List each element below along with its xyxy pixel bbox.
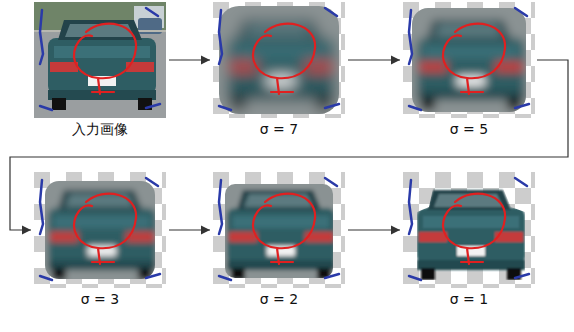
panel-caption: σ = 7	[260, 121, 298, 137]
panel-caption: σ = 5	[450, 121, 488, 137]
arrow-line	[10, 60, 568, 230]
flow-arrow	[169, 226, 210, 235]
panel-caption: σ = 1	[450, 291, 488, 307]
image-panel: σ = 1	[403, 172, 535, 288]
image-panel: σ = 3	[34, 172, 166, 288]
flow-arrow	[348, 56, 400, 65]
arrowhead	[391, 56, 400, 65]
panel-caption: σ = 2	[260, 291, 298, 307]
flow-arrow	[10, 60, 568, 235]
image-panel: 入力画像	[34, 2, 166, 118]
image-panel: σ = 2	[213, 172, 345, 288]
panel-caption: 入力画像	[72, 121, 128, 139]
flow-arrow	[169, 56, 210, 65]
image-panel: σ = 7	[213, 2, 345, 118]
arrowhead	[201, 226, 210, 235]
arrowhead	[201, 56, 210, 65]
arrowhead	[22, 226, 31, 235]
panel-caption: σ = 3	[81, 291, 119, 307]
arrowhead	[391, 226, 400, 235]
image-panel: σ = 5	[403, 2, 535, 118]
flow-arrow	[348, 226, 400, 235]
